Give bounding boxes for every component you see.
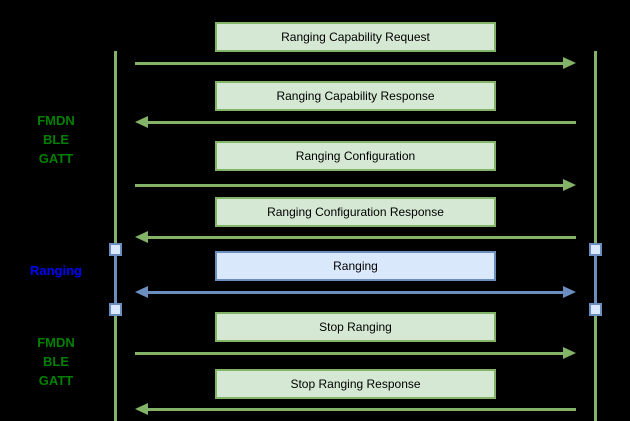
phase-ranging-label: Ranging	[6, 261, 106, 280]
message-label: Ranging Capability Request	[281, 30, 430, 44]
message-arrow-line	[146, 291, 565, 294]
phase-label-line: FMDN	[37, 113, 75, 128]
phase-fmdn-ble-gatt-top-label: FMDN BLE GATT	[6, 111, 106, 168]
message-arrow-line	[146, 408, 576, 411]
message-box: Ranging Configuration	[215, 141, 496, 171]
arrowhead-right-icon	[563, 57, 576, 69]
message-arrow	[135, 179, 576, 192]
left-lifeline-gatt-bottom-segment	[114, 315, 117, 421]
message-label: Stop Ranging Response	[290, 377, 421, 391]
phase-label-line: GATT	[38, 151, 74, 166]
phase-fmdn-ble-gatt-bottom-label: FMDN BLE GATT	[6, 333, 106, 390]
arrowhead-left-icon	[135, 403, 148, 415]
message-label: Ranging Configuration	[295, 149, 416, 163]
arrowhead-right-icon	[563, 347, 576, 359]
right-activation-end-marker	[589, 303, 602, 316]
right-lifeline-ranging-segment	[594, 245, 597, 315]
message-arrow-line	[146, 236, 576, 239]
arrowhead-left-icon	[135, 116, 148, 128]
left-activation-end-marker	[109, 303, 122, 316]
arrowhead-left-icon	[135, 231, 148, 243]
left-lifeline-gatt-top-segment	[114, 51, 117, 245]
message-arrow	[135, 286, 576, 299]
phase-label-line: Ranging	[30, 263, 82, 278]
arrowhead-left-icon	[135, 286, 148, 298]
message-arrow-line	[146, 121, 576, 124]
message-box: Ranging Capability Response	[215, 81, 496, 111]
phase-label-line: BLE	[43, 132, 69, 147]
message-box: Stop Ranging	[215, 312, 496, 342]
arrowhead-right-icon	[563, 179, 576, 191]
message-label: Ranging	[333, 259, 378, 273]
message-arrow-line	[135, 352, 565, 355]
right-activation-start-marker	[589, 243, 602, 256]
phase-label-line: GATT	[38, 373, 74, 388]
message-label: Stop Ranging	[319, 320, 392, 334]
message-arrow	[135, 231, 576, 244]
right-lifeline-gatt-bottom-segment	[594, 315, 597, 421]
message-box: Ranging	[215, 251, 496, 281]
message-arrow-line	[135, 62, 565, 65]
phase-label-line: FMDN	[37, 335, 75, 350]
message-arrow	[135, 347, 576, 360]
message-label: Ranging Capability Response	[276, 89, 435, 103]
message-arrow	[135, 116, 576, 129]
left-activation-start-marker	[109, 243, 122, 256]
message-arrow-line	[135, 184, 565, 187]
right-lifeline-gatt-top-segment	[594, 51, 597, 245]
message-box: Ranging Configuration Response	[215, 197, 496, 227]
left-lifeline-ranging-segment	[114, 245, 117, 315]
message-box: Ranging Capability Request	[215, 22, 496, 52]
message-arrow	[135, 57, 576, 70]
arrowhead-right-icon	[563, 286, 576, 298]
message-box: Stop Ranging Response	[215, 369, 496, 399]
message-arrow	[135, 403, 576, 416]
message-label: Ranging Configuration Response	[267, 205, 444, 219]
phase-label-line: BLE	[43, 354, 69, 369]
